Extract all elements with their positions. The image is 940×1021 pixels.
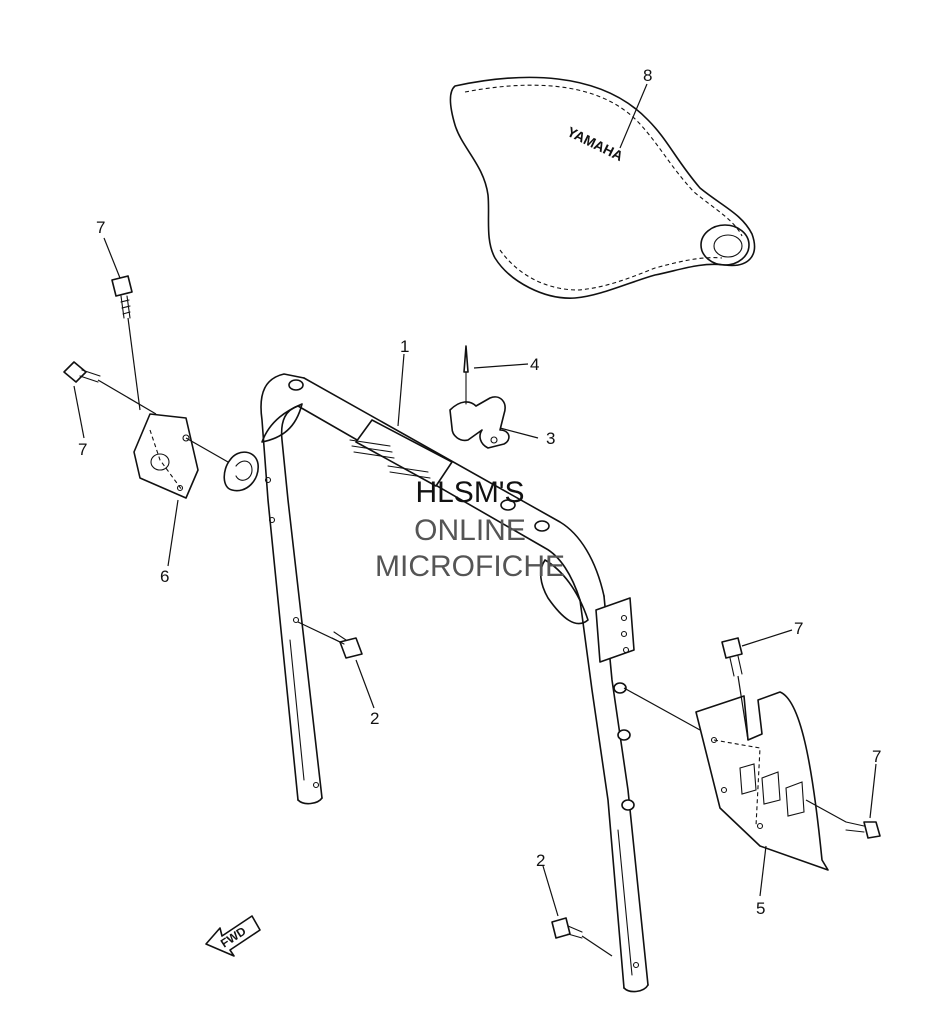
callout-6: 6: [160, 567, 169, 586]
bolt-2-mid: [331, 631, 363, 659]
left-plate: [133, 413, 259, 499]
callout-7-right-top: 7: [794, 619, 803, 638]
callout-2-bottom: 2: [536, 851, 545, 870]
callout-5: 5: [756, 899, 765, 918]
callout-8: 8: [643, 66, 652, 85]
small-bracket: [449, 345, 510, 449]
assembly-lines: [97, 317, 847, 957]
callout-7-right: 7: [872, 747, 881, 766]
bolt-7-right-top: [721, 637, 743, 677]
callout-7-top-left: 7: [96, 218, 105, 237]
callout-4: 4: [530, 355, 539, 374]
callout-leaders: [73, 83, 877, 917]
callout-1: 1: [400, 337, 409, 356]
bolt-7-top-left: [111, 275, 133, 319]
right-plate: [695, 691, 829, 871]
callout-2-mid: 2: [370, 709, 379, 728]
seat-cushion: YAMAHA: [449, 76, 756, 299]
bolt-7-right: [845, 821, 881, 839]
bolt-7-left: [63, 361, 101, 383]
callouts: 8 7 1 4 3 7 6 7 2 7 2 5: [78, 66, 881, 918]
bolt-2-bottom: [551, 917, 583, 939]
watermark-line2: ONLINE: [414, 514, 526, 547]
handle-pole: [260, 373, 649, 993]
watermark: HLSM'S ONLINE MICROFICHE: [375, 476, 565, 583]
callout-3: 3: [546, 429, 555, 448]
fwd-arrow-icon: FWD: [205, 915, 261, 957]
watermark-line3: MICROFICHE: [375, 550, 565, 583]
callout-7-left: 7: [78, 440, 87, 459]
watermark-line1: HLSM'S: [415, 476, 524, 509]
